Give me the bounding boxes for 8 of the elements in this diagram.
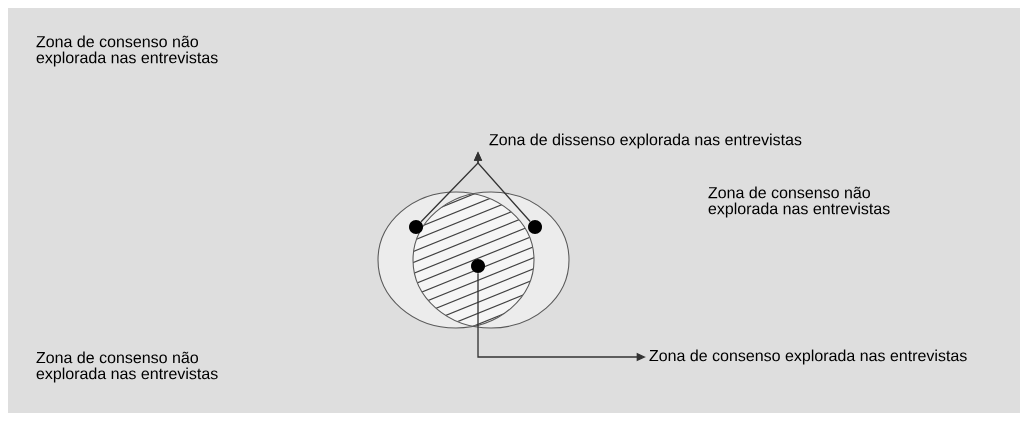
dot-marker xyxy=(528,220,542,234)
zone-label: Zona de consenso explorada nas entrevistas xyxy=(649,349,967,365)
zone-label: Zona de dissenso explorada nas entrevistas xyxy=(489,133,802,149)
zone-label: Zona de consenso não explorada nas entrevistas xyxy=(36,35,218,67)
dot-marker xyxy=(409,220,423,234)
zone-label: Zona de consenso não explorada nas entrevistas xyxy=(36,351,218,383)
dot-marker xyxy=(471,259,485,273)
zone-label: Zona de consenso não explorada nas entrevistas xyxy=(708,186,890,218)
